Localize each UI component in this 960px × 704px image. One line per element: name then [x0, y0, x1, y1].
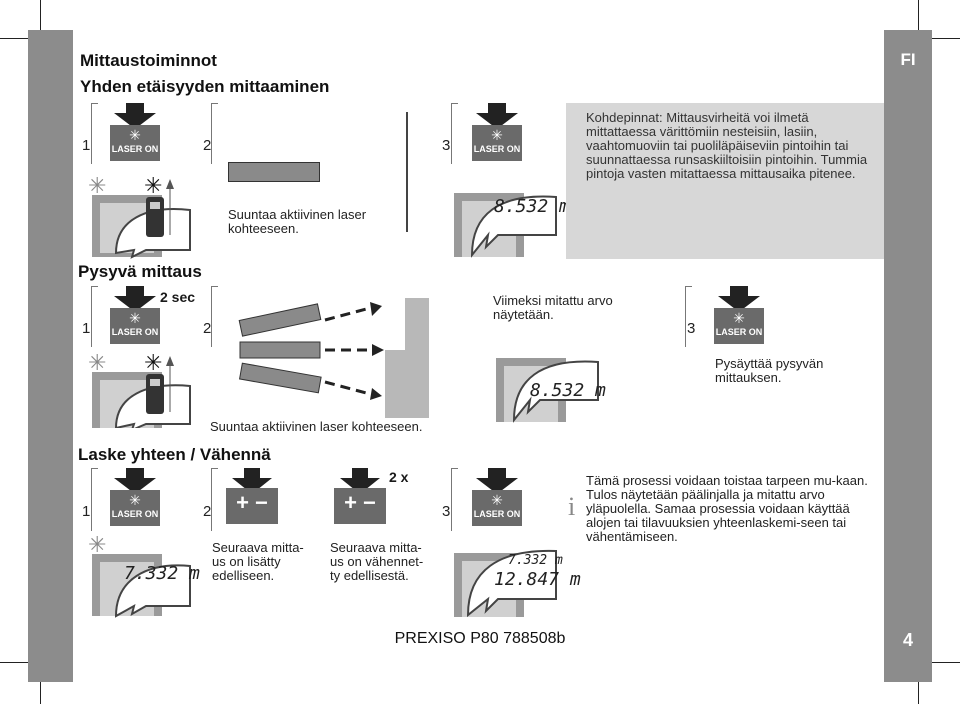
step-number: 3 [442, 503, 451, 520]
step-bracket [211, 468, 218, 531]
svg-text:✳: ✳ [129, 127, 141, 143]
svg-text:✳: ✳ [491, 127, 503, 143]
section-heading: Laske yhteen / Vähennä [78, 445, 271, 464]
step-bracket [91, 468, 98, 531]
laser-button-icon: ✳ [110, 103, 160, 161]
crop-mark [40, 0, 41, 30]
svg-text:✳: ✳ [129, 492, 141, 508]
step-number: 2 [203, 137, 212, 154]
laser-on-button[interactable]: ✳ LASER ON [712, 286, 766, 344]
previous-reading: 7.332 m [508, 553, 563, 568]
key-symbols: + − [344, 490, 376, 515]
display-bubble [454, 549, 557, 618]
step-bracket [91, 103, 98, 164]
step-bracket [211, 286, 218, 347]
display-bubble: ✳ [88, 532, 191, 618]
svg-text:✳: ✳ [144, 173, 162, 198]
laser-on-label: LASER ON [473, 509, 521, 519]
step-number: 2 [203, 320, 212, 337]
distance-reading: 7.332 m [124, 563, 200, 584]
laser-button-icon: ✳ [714, 286, 764, 344]
step-bracket [91, 286, 98, 347]
step-number: 3 [442, 137, 451, 154]
svg-text:✳: ✳ [733, 310, 745, 326]
distance-reading: 8.532 m [494, 196, 570, 217]
display-bubble [496, 358, 599, 423]
crop-mark [0, 662, 30, 663]
laser-button-icon: ✳ [110, 468, 160, 526]
add-caption: Seuraava mitta-us on lisätty edelliseen. [212, 540, 304, 583]
language-tab: FI [900, 50, 916, 69]
step-bracket [211, 103, 218, 164]
note-text: Kohdepinnat: Mittausvirheitä voi ilmetä … [586, 110, 868, 181]
footer-model: PREXISO P80 788508b [394, 630, 566, 647]
hold-duration: 2 sec [160, 289, 196, 305]
laser-on-button[interactable]: ✳ LASER ON [470, 103, 524, 161]
step-bracket [685, 286, 692, 347]
step-number: 1 [82, 503, 91, 520]
target-wall-notch [385, 298, 405, 350]
svg-text:✳: ✳ [88, 173, 106, 198]
laser-on-label: LASER ON [473, 144, 521, 154]
note-box [566, 103, 884, 259]
svg-text:✳: ✳ [88, 532, 106, 557]
laser-on-label: LASER ON [715, 327, 763, 337]
note-text: Tämä prosessi voidaan toistaa tarpeen mu… [586, 473, 868, 544]
target-wall [406, 112, 408, 232]
right-band [884, 30, 932, 682]
total-reading: 12.847 m [494, 569, 581, 590]
aim-caption: Suuntaa aktiivinen laser kohteeseen. [228, 207, 367, 236]
info-icon: i [568, 492, 576, 521]
plus-key[interactable]: + − [222, 468, 282, 524]
step-number: 1 [82, 320, 91, 337]
section-title: Mittaustoiminnot [80, 51, 217, 70]
subtract-caption: Seuraava mitta-us on vähennet-ty edellis… [330, 540, 424, 583]
key-symbols: + − [236, 490, 268, 515]
arrow-down-icon [334, 468, 386, 524]
crop-mark [930, 38, 960, 39]
subsection-title: Yhden etäisyyden mittaaminen [80, 77, 330, 96]
stop-caption: Pysäyttää pysyvän mittauksen. [715, 356, 824, 385]
device-icon: ✳ ✳ [88, 173, 191, 259]
crop-mark [930, 662, 960, 663]
aim-caption: Suuntaa aktiivinen laser kohteeseen. [210, 419, 423, 434]
laser-button-icon: ✳ [472, 468, 522, 526]
step-number: 2 [203, 503, 212, 520]
laser-button-icon: ✳ [110, 286, 160, 344]
svg-text:✳: ✳ [88, 350, 106, 375]
last-value-caption: Viimeksi mitattu arvo näytetään. [493, 293, 613, 322]
step-bracket [451, 468, 458, 531]
arrow-down-icon [226, 468, 278, 524]
page-number: 4 [902, 630, 913, 650]
laser-on-button[interactable]: ✳ LASER ON [108, 103, 162, 161]
step-bracket [451, 103, 458, 164]
laser-on-label: LASER ON [111, 327, 159, 337]
device-icon: ✳ ✳ [88, 350, 191, 428]
laser-on-button[interactable]: ✳ LASER ON [108, 286, 162, 344]
crop-mark [918, 0, 919, 30]
section-heading: Pysyvä mittaus [78, 262, 202, 281]
crop-mark [918, 680, 919, 704]
laser-on-button[interactable]: ✳ LASER ON [108, 468, 162, 526]
laser-on-label: LASER ON [111, 144, 159, 154]
laser-device-side [228, 162, 320, 182]
laser-beam-icon [238, 302, 384, 400]
crop-mark [0, 38, 30, 39]
svg-text:✳: ✳ [144, 350, 162, 375]
step-number: 3 [687, 320, 696, 337]
laser-on-label: LASER ON [111, 509, 159, 519]
display-bubble [454, 193, 557, 258]
laser-on-button[interactable]: ✳ LASER ON [470, 468, 524, 526]
svg-text:✳: ✳ [491, 492, 503, 508]
minus-key[interactable]: + − [330, 468, 390, 524]
laser-button-icon: ✳ [472, 103, 522, 161]
press-twice: 2 x [389, 469, 409, 485]
svg-text:✳: ✳ [129, 310, 141, 326]
step-number: 1 [82, 137, 91, 154]
crop-mark [40, 680, 41, 704]
left-band [28, 30, 73, 682]
distance-reading: 8.532 m [530, 380, 606, 401]
